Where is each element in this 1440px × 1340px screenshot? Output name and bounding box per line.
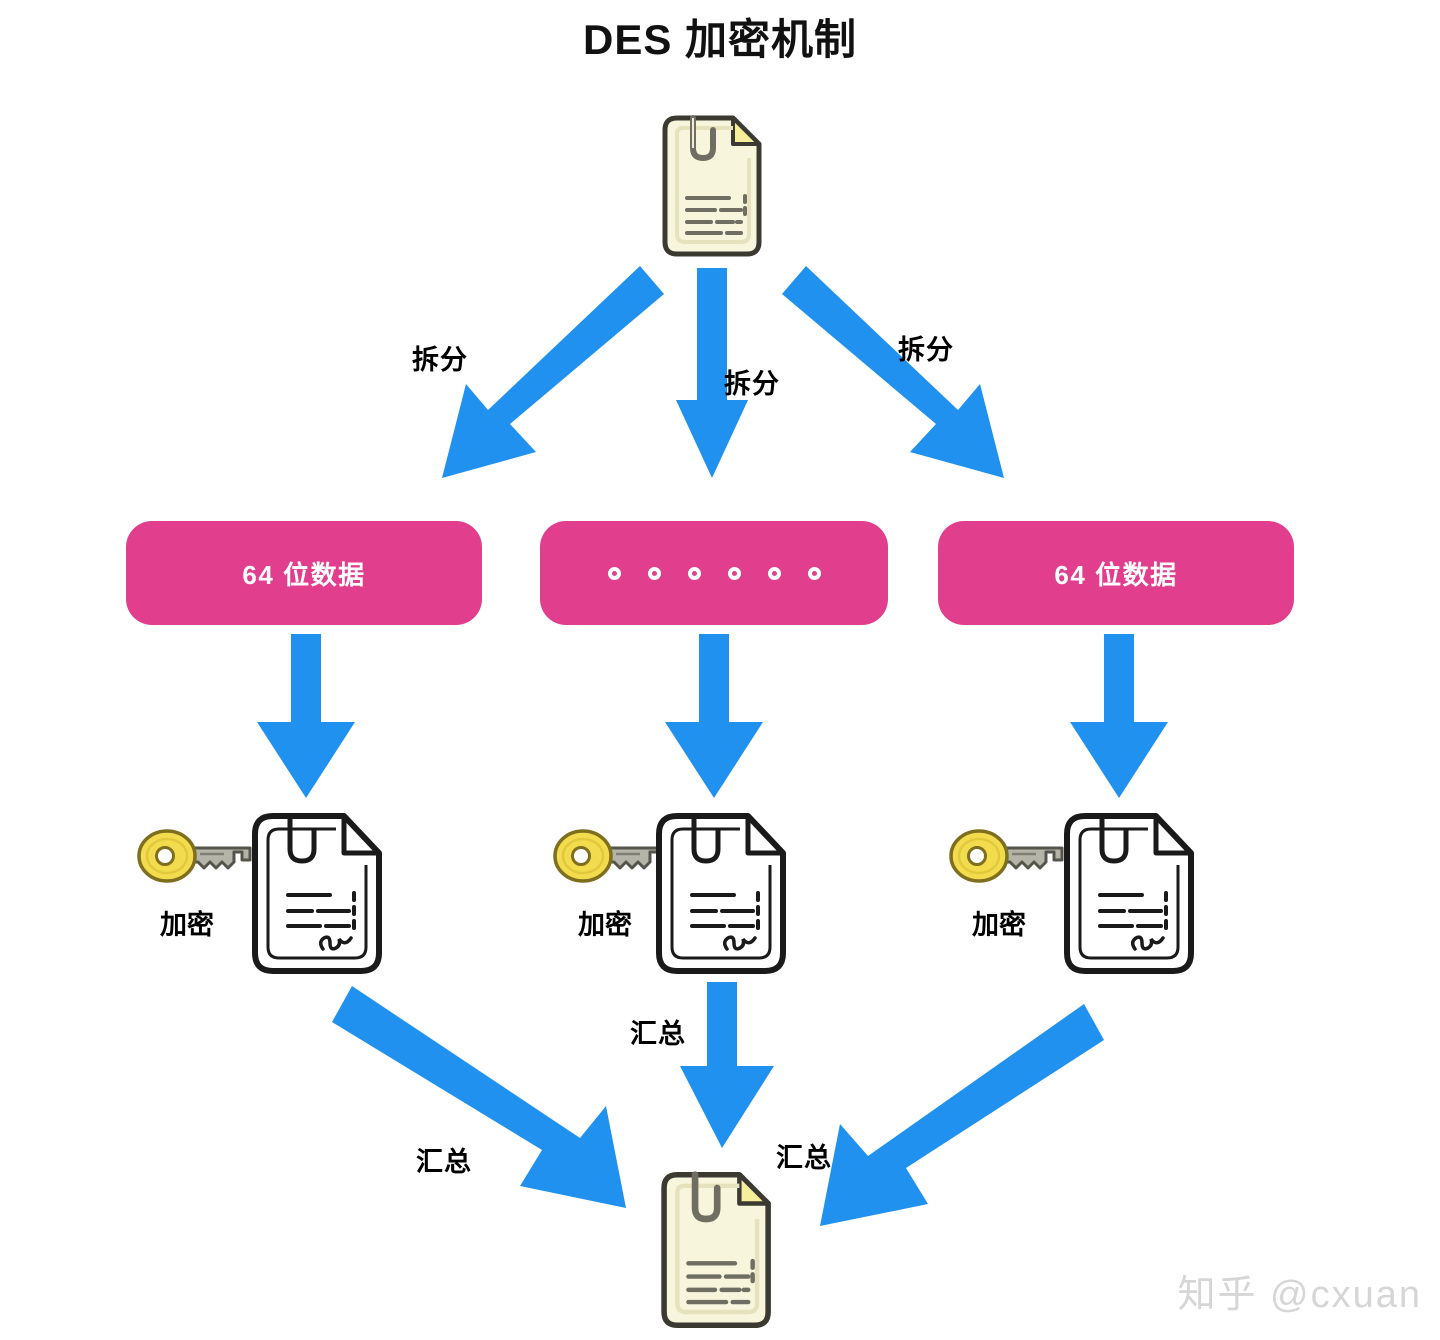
ellipsis-dot-icon [727, 566, 741, 580]
encrypt-label-left: 加密 [160, 910, 214, 940]
result-document-icon [653, 1165, 777, 1335]
merge-arrow-left [330, 982, 630, 1222]
key-icon-left [136, 828, 256, 890]
encrypted-document-middle [650, 807, 792, 979]
data-block-left[interactable]: 64 位数据 [126, 521, 482, 625]
merge-arrow-left-label: 汇总 [416, 1147, 472, 1177]
ellipsis-dot-icon [807, 566, 821, 580]
split-arrow-middle [674, 268, 750, 480]
merge-arrow-right-label: 汇总 [776, 1143, 832, 1173]
split-arrow-middle-label: 拆分 [724, 369, 780, 399]
watermark-zhihu: 知乎 @cxuan [1177, 1274, 1422, 1316]
split-arrow-right [780, 264, 1010, 484]
data-block-middle-dots [607, 566, 821, 580]
block-arrow-right [1068, 634, 1170, 800]
merge-arrow-middle-label: 汇总 [630, 1019, 686, 1049]
data-block-middle[interactable] [540, 521, 888, 625]
block-arrow-left [255, 634, 357, 800]
merge-arrow-middle [676, 982, 778, 1150]
encrypted-document-left [246, 807, 388, 979]
merge-arrow-right [808, 1000, 1108, 1240]
source-document-icon [655, 112, 767, 260]
ellipsis-dot-icon [767, 566, 781, 580]
data-block-right-label: 64 位数据 [1054, 559, 1178, 590]
ellipsis-dot-icon [607, 566, 621, 580]
block-arrow-middle [663, 634, 765, 800]
data-block-right[interactable]: 64 位数据 [938, 521, 1294, 625]
ellipsis-dot-icon [687, 566, 701, 580]
encrypted-document-right [1058, 807, 1200, 979]
encrypt-label-right: 加密 [972, 910, 1026, 940]
split-arrow-right-label: 拆分 [898, 335, 954, 365]
data-block-left-label: 64 位数据 [242, 559, 366, 590]
split-arrow-left [436, 264, 666, 484]
encrypt-label-middle: 加密 [578, 910, 632, 940]
key-icon-right [948, 828, 1068, 890]
ellipsis-dot-icon [647, 566, 661, 580]
page-title: DES 加密机制 [582, 16, 858, 63]
key-icon-middle [552, 828, 672, 890]
split-arrow-left-label: 拆分 [412, 345, 468, 375]
